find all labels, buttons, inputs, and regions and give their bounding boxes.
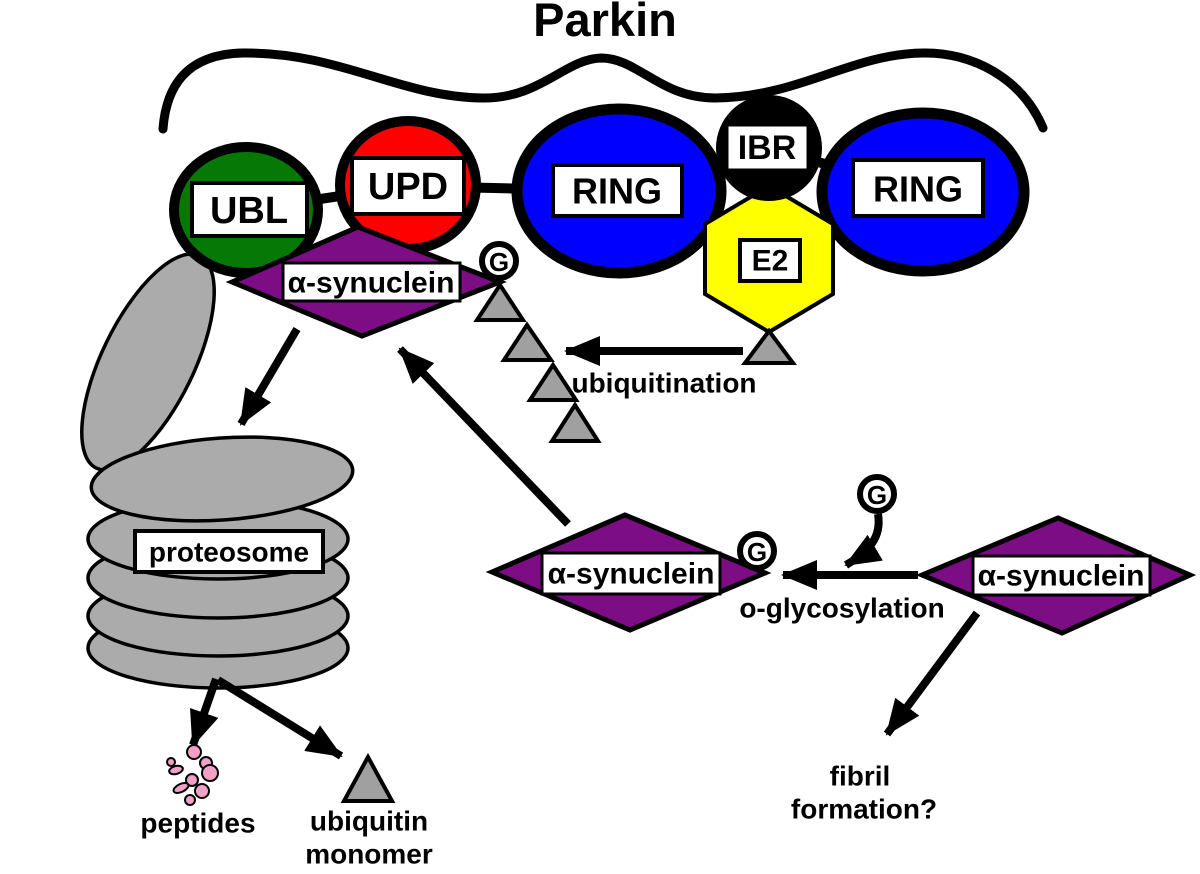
proteosome-label: proteosome [149, 537, 309, 568]
e2-label-box [738, 238, 802, 283]
peptides-label: peptides [140, 808, 255, 839]
alpha-synuclein-glycosylated-label-box [540, 551, 722, 596]
ring2-label-box [851, 158, 985, 218]
ubiquitin-monomer-label-line1: ubiquitin [310, 806, 428, 837]
glycosyl-g-label-3: G [867, 480, 887, 510]
ubiquitin-monomer-triangle [340, 752, 396, 803]
barrel-ring-1 [89, 435, 355, 523]
ring1-label: RING [572, 171, 662, 212]
alpha-synuclein-glycosylated-label: α-synuclein [548, 558, 715, 591]
glycosyl-g-badge-3 [857, 474, 897, 514]
peptide-dot [168, 764, 184, 776]
e2-label: E2 [752, 245, 789, 278]
g-addition-curved-arrow [843, 513, 883, 569]
polyubiquitin-chain [473, 281, 602, 443]
ibr-label: IBR [738, 129, 797, 167]
diagram-title: Parkin [533, 0, 677, 46]
peptide-dot [166, 757, 176, 767]
arrow-synuclein-to-parkin [397, 346, 571, 527]
parkin-brace [158, 48, 1048, 134]
ubiquitin-monomer-label-line2: monomer [305, 839, 433, 870]
alpha-synuclein-free-label: α-synuclein [978, 560, 1145, 593]
e2-ubiquitin-triangle [741, 327, 797, 365]
peptide-dot [201, 764, 219, 782]
ubiquitin-triangle-2 [500, 321, 555, 362]
ring2-label: RING [873, 169, 963, 210]
peptide-dot [194, 783, 210, 799]
fibril-label-line2: formation? [791, 794, 937, 825]
glycosyl-g-label-1: G [489, 247, 509, 277]
arrow-to-peptides [189, 677, 220, 747]
upd-label: UPD [368, 166, 448, 208]
fibril-formation-arrow [883, 610, 981, 737]
alpha-synuclein-free-label-box [971, 554, 1152, 597]
arrow-to-monomer [215, 676, 344, 760]
ubiquitin-triangle-1 [473, 281, 527, 322]
ubl-label: UBL [210, 190, 288, 232]
ibr-label-box [725, 123, 810, 172]
glycosyl-g-badge-2 [737, 531, 777, 571]
alpha-synuclein-bound-label: α-synuclein [288, 267, 455, 300]
fibril-label-line1: fibril [830, 761, 891, 792]
alpha-synuclein-bound-label-box [281, 261, 462, 303]
arrow-to-proteosome [237, 326, 301, 427]
glycosyl-g-label-2: G [747, 537, 767, 567]
peptide-dot [186, 744, 202, 760]
ring1-label-box [551, 163, 684, 218]
peptide-dot [172, 782, 190, 794]
ubiquitination-label: ubiquitination [571, 368, 756, 399]
ubl-label-box [190, 181, 309, 238]
glycosyl-g-badge-1 [479, 241, 519, 281]
peptides-cluster [166, 744, 219, 806]
peptide-dot [185, 773, 199, 787]
ubiquitin-triangle-4 [548, 401, 602, 443]
ubiquitin-triangle-3 [526, 361, 580, 402]
peptide-dot [184, 794, 196, 806]
proteosome-label-box [133, 529, 325, 574]
upd-label-box [350, 156, 466, 216]
o-glycosylation-label: o-glycosylation [739, 593, 944, 624]
